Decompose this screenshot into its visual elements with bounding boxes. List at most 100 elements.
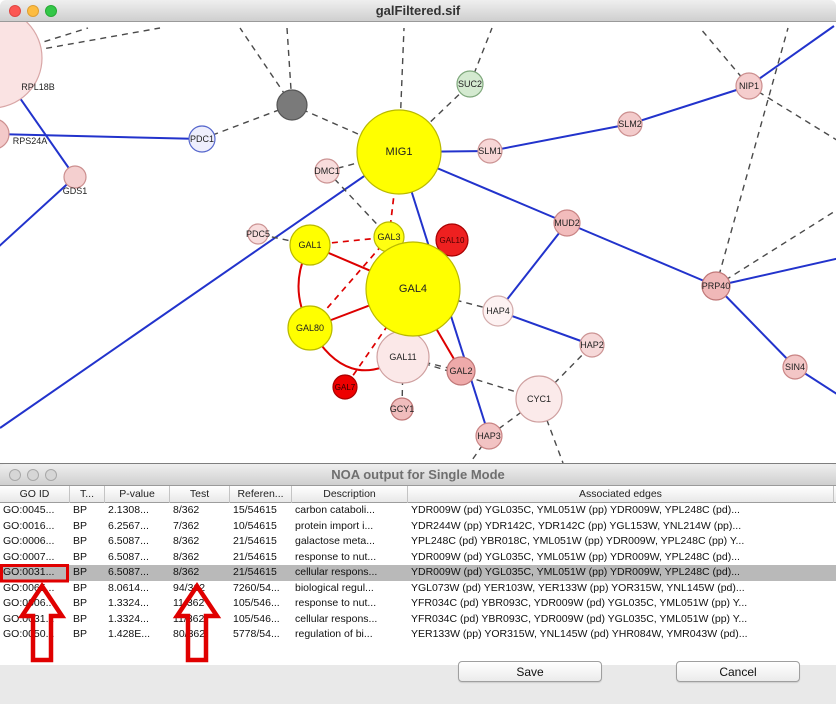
node-gal7[interactable]: [332, 374, 358, 400]
node-gds1[interactable]: [63, 165, 87, 189]
node-gal4[interactable]: [365, 241, 461, 337]
node-gal2[interactable]: [446, 356, 476, 386]
node-pdc1[interactable]: [188, 125, 216, 153]
node-unnamed[interactable]: [276, 89, 308, 121]
node-hap2[interactable]: [579, 332, 605, 358]
column-header-description[interactable]: Description: [292, 486, 408, 503]
minimize-button[interactable]: [27, 469, 39, 481]
node-label-gal3: GAL3: [377, 232, 400, 242]
table-cell: GO:0007...: [3, 550, 55, 563]
table-cell: cellular respons...: [295, 612, 378, 625]
table-cell: 21/54615: [233, 550, 277, 563]
close-button[interactable]: [9, 5, 21, 17]
table-cell: BP: [73, 566, 88, 578]
node-hap4[interactable]: [482, 295, 514, 327]
network-edge-pp-blue: [497, 310, 593, 346]
table-cell: BP: [73, 597, 88, 609]
column-header-referen[interactable]: Referen...: [230, 486, 292, 503]
node-gal1[interactable]: [289, 224, 331, 266]
node-cyc1[interactable]: [515, 375, 563, 423]
table-cell: YGL073W (pd) YER103W, YER133W (pp) YOR31…: [411, 581, 745, 594]
table-cell: BP: [73, 612, 88, 625]
save-button[interactable]: Save: [458, 661, 602, 682]
network-edge-pp-blue: [0, 133, 203, 140]
node-label-slm2: SLM2: [618, 119, 642, 129]
node-label-pdc1: PDC1: [190, 134, 214, 144]
node-label-gcy1: GCY1: [390, 404, 415, 414]
node-prp40[interactable]: [701, 271, 731, 301]
table-cell: 7/362: [173, 519, 200, 532]
network-edge-pd-gray: [715, 209, 836, 287]
table-cell: BP: [73, 581, 88, 594]
window-title: NOA output for Single Mode: [331, 467, 505, 482]
network-edge-pp-blue: [715, 257, 836, 287]
network-edge-pp-blue: [0, 176, 76, 247]
network-edge-pd-gray: [748, 85, 836, 141]
table-cell: 8/362: [173, 550, 200, 563]
table-cell: galactose meta...: [295, 535, 375, 547]
network-graph: RPL18BRPS24AGDS1PDC1DMC1MIG1SUC2SLM1SLM2…: [0, 22, 836, 463]
node-mud2[interactable]: [553, 209, 581, 237]
table-cell: regulation of bi...: [295, 628, 373, 640]
node-mig1[interactable]: [356, 109, 442, 195]
column-header-p-value[interactable]: P-value: [105, 486, 170, 503]
table-cell: 21/54615: [233, 535, 277, 547]
node-label-cyc1: CYC1: [527, 394, 551, 404]
table-cell: protein import i...: [295, 519, 374, 532]
network-window-titlebar[interactable]: galFiltered.sif: [0, 0, 836, 22]
table-cell: 8/362: [173, 535, 200, 547]
node-label-gal10: GAL10: [440, 236, 465, 245]
table-cell: GO:0006...: [3, 535, 55, 547]
node-gcy1[interactable]: [390, 397, 414, 421]
cancel-button[interactable]: Cancel: [676, 661, 800, 682]
table-cell: GO:0065...: [3, 581, 55, 594]
table-cell: 8.0614...: [108, 581, 149, 594]
table-cell: 1.3324...: [108, 597, 149, 609]
node-slm1[interactable]: [477, 138, 503, 164]
zoom-button[interactable]: [45, 5, 57, 17]
table-cell: 2.1308...: [108, 504, 149, 516]
close-button[interactable]: [9, 469, 21, 481]
table-cell: 21/54615: [233, 566, 277, 578]
node-slm2[interactable]: [617, 111, 643, 137]
node-hap3[interactable]: [475, 422, 503, 450]
minimize-button[interactable]: [27, 5, 39, 17]
table-cell: YPL248C (pd) YBR018C, YML051W (pp) YDR00…: [411, 535, 745, 547]
table-cell: GO:0031...: [3, 566, 55, 578]
node-dmc1[interactable]: [314, 158, 340, 184]
table-cell: 1.428E...: [108, 628, 151, 640]
column-header-t[interactable]: T...: [70, 486, 105, 503]
noa-window-titlebar[interactable]: NOA output for Single Mode: [0, 464, 836, 486]
node-pdc5[interactable]: [247, 223, 269, 245]
network-edge-pp-blue: [489, 123, 631, 152]
network-edge-pp-blue: [629, 85, 750, 125]
column-header-test[interactable]: Test: [170, 486, 230, 503]
node-label-gal7: GAL7: [335, 383, 356, 392]
column-header-go-id[interactable]: GO ID: [0, 486, 70, 503]
node-rpl18b[interactable]: [0, 22, 43, 108]
node-gal80[interactable]: [287, 305, 333, 351]
node-suc2[interactable]: [456, 70, 484, 98]
table-cell: YDR009W (pd) YGL035C, YML051W (pp) YDR00…: [411, 566, 740, 578]
network-edge-pp-blue: [0, 151, 400, 429]
column-header-associated-edges[interactable]: Associated edges: [408, 486, 834, 503]
table-cell: 105/546...: [233, 612, 280, 625]
zoom-button[interactable]: [45, 469, 57, 481]
node-sin4[interactable]: [782, 354, 808, 380]
node-gal10[interactable]: [435, 223, 469, 257]
node-nip1[interactable]: [735, 72, 763, 100]
node-rps24a[interactable]: [0, 119, 10, 149]
